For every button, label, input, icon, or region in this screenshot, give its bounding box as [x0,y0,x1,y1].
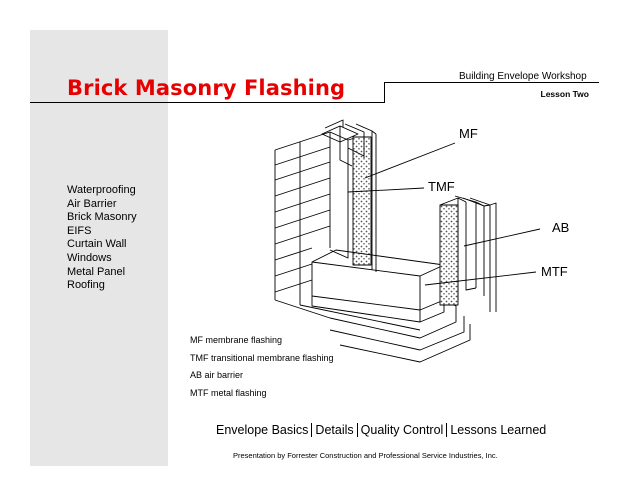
workshop-name: Building Envelope Workshop [459,71,587,82]
legend-item-tmf: TMF transitional membrane flashing [190,352,334,363]
topic-item-metal-panel[interactable]: Metal Panel [67,265,126,278]
topic-item-air-barrier[interactable]: Air Barrier [67,197,117,210]
left-jamb-block [329,131,356,259]
nav-details[interactable]: Details [311,423,356,437]
nav-lessons-learned[interactable]: Lessons Learned [446,423,549,437]
nav-envelope-basics[interactable]: Envelope Basics [216,423,309,437]
callout-leaders [347,142,541,286]
topic-item-windows[interactable]: Windows [67,251,112,264]
topic-item-waterproofing[interactable]: Waterproofing [67,184,136,196]
lesson-label: Lesson Two [540,89,590,99]
legend-item-ab: AB air barrier [190,370,244,380]
abbreviation-legend: MF membrane flashing TMF transitional me… [190,332,334,402]
lesson-navigation: Envelope Basics Details Quality Control … [213,423,549,437]
callout-ab: AB [552,220,570,235]
nav-quality-control[interactable]: Quality Control [356,423,447,437]
presentation-credit: Presentation by Forrester Construction a… [233,451,498,460]
workshop-rule [384,82,599,83]
title-rule-tick [384,82,385,102]
topic-item-brick-masonry[interactable]: Brick Masonry [67,211,137,224]
callout-tmf: TMF [428,179,455,194]
brick-wall-courses [274,131,331,319]
page-title: Brick Masonry Flashing [67,76,346,100]
right-jamb-assembly [439,195,497,312]
callout-mtf: MTF [541,264,568,279]
title-underline [30,102,385,103]
topic-list: Waterproofing Air Barrier Brick Masonry … [67,184,137,293]
topic-item-roofing[interactable]: Roofing [67,279,105,292]
topic-item-curtain-wall[interactable]: Curtain Wall [67,238,127,251]
upper-flashing-assembly [321,119,377,272]
topic-item-eifs[interactable]: EIFS [67,224,92,237]
legend-item-mtf: MTF metal flashing [190,387,267,398]
legend-item-mf: MF membrane flashing [190,335,283,345]
callout-mf: MF [459,126,478,141]
